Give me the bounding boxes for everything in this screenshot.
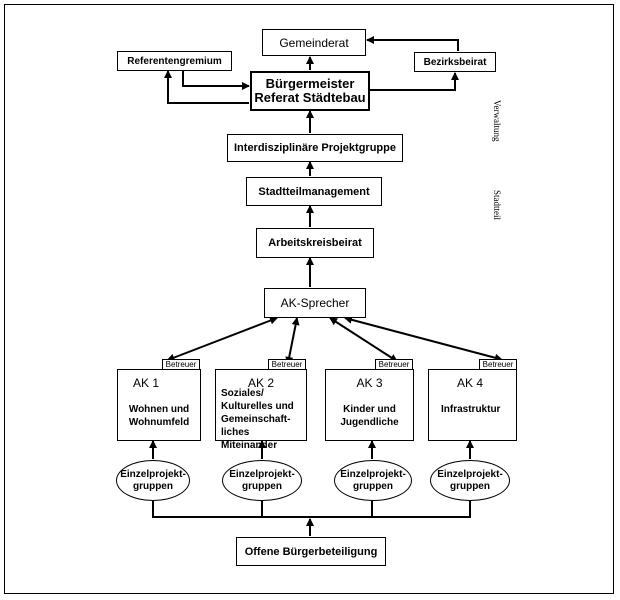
buergermeister-line1: Bürgermeister: [265, 76, 355, 91]
ak4-number: AK 4: [457, 376, 484, 390]
buergerbeteiligung-label: Offene Bürgerbeteiligung: [244, 545, 378, 558]
einzelprojektgruppen-oval-3: Einzelprojekt- gruppen: [334, 460, 412, 501]
ak2-description: Soziales/ Kulturelles und Gemeinschaft- …: [221, 388, 294, 451]
ak-sprecher-label: AK-Sprecher: [280, 296, 350, 310]
ak2-number: AK 2: [247, 376, 274, 390]
ak4-box: AK 4 Infrastruktur: [428, 369, 517, 441]
stadtteilmanagement-label: Stadtteilmanagement: [258, 185, 370, 198]
arbeitskreisbeirat-label: Arbeitskreisbeirat: [268, 237, 362, 249]
einzelprojektgruppen-oval-4: Einzelprojekt- gruppen: [430, 460, 510, 501]
verwaltung-side-label: Verwaltung: [492, 100, 502, 142]
bezirksbeirat-box: Bezirksbeirat: [414, 52, 496, 72]
diagram-frame: [4, 4, 614, 594]
ak1-box: AK 1 Wohnen und Wohnumfeld: [117, 369, 201, 441]
stadtteilmanagement-box: Stadtteilmanagement: [246, 177, 382, 206]
gemeinderat-box: Gemeinderat: [262, 29, 366, 56]
einzelprojektgruppen-oval-1: Einzelprojekt- gruppen: [116, 460, 190, 501]
ak-sprecher-box: AK-Sprecher: [264, 288, 366, 318]
bezirksbeirat-label: Bezirksbeirat: [423, 56, 487, 68]
buergermeister-line2: Referat Städtebau: [254, 90, 366, 105]
ak1-description: Wohnen und Wohnumfeld: [128, 404, 190, 428]
projektgruppe-box: Interdisziplinäre Projektgruppe: [227, 134, 403, 162]
ak3-box: AK 3 Kinder und Jugendliche: [325, 369, 414, 441]
ak1-number: AK 1: [133, 376, 160, 390]
projektgruppe-label: Interdisziplinäre Projektgruppe: [234, 142, 396, 154]
ak3-number: AK 3: [356, 376, 383, 390]
einzelprojektgruppen-oval-2: Einzelprojekt- gruppen: [222, 460, 302, 501]
ak2-box: AK 2 Soziales/ Kulturelles und Gemeinsch…: [215, 369, 307, 451]
buergermeister-box: Bürgermeister Referat Städtebau: [250, 71, 370, 111]
ak3-description: Kinder und Jugendliche: [340, 404, 399, 428]
buergerbeteiligung-box: Offene Bürgerbeteiligung: [236, 537, 386, 566]
ak4-description: Infrastruktur: [441, 404, 501, 415]
stadtteil-side-label: Stadtteil: [492, 190, 502, 220]
referentengremium-box: Referentengremium: [117, 51, 232, 71]
gemeinderat-label: Gemeinderat: [279, 35, 349, 50]
referentengremium-label: Referentengremium: [127, 55, 222, 67]
arbeitskreisbeirat-box: Arbeitskreisbeirat: [256, 228, 374, 258]
